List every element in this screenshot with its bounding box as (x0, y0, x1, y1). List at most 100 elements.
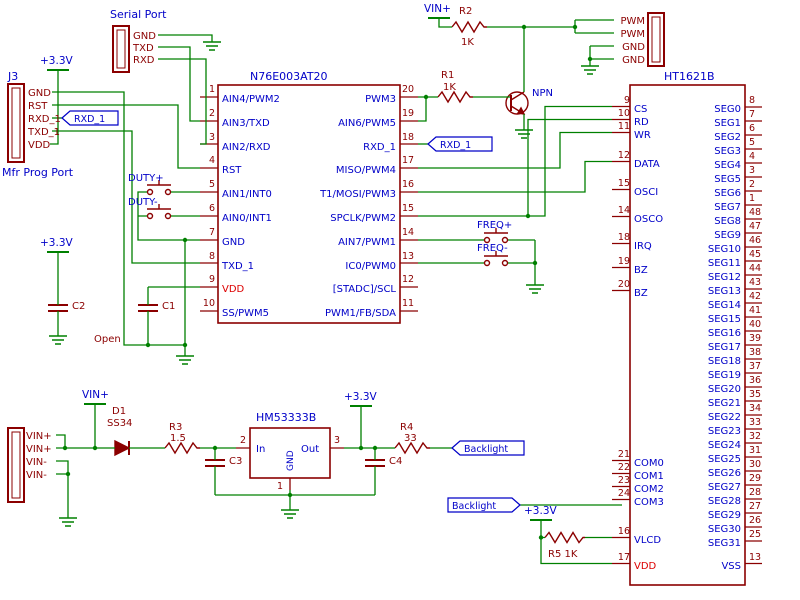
pin-number: 7 (208, 226, 215, 238)
pin-row: 9 VDD (209, 275, 332, 299)
vin-pin-2: VIN+ (26, 444, 52, 455)
pin-number: 47 (749, 221, 762, 232)
label-freq-up: FREQ+ (477, 220, 512, 231)
vin-pin-1: VIN+ (26, 431, 52, 442)
pin-number: 29 (749, 473, 762, 484)
wire-j3-vdd (50, 70, 59, 145)
des-r5: R5 1K (548, 549, 578, 560)
backlight-flag-1 (451, 440, 525, 456)
pin-row: 15 OSCI (618, 179, 704, 199)
mcu-body (217, 84, 401, 324)
resistor-r5 (544, 531, 585, 544)
pin-number: 10 (617, 108, 630, 119)
des-r1: R1 (441, 70, 454, 81)
pin-number: 14 (402, 226, 415, 238)
pwm-connector-inner (651, 16, 661, 63)
pin-name: IRQ (634, 241, 652, 252)
pin-number: 8 (208, 250, 215, 262)
j3-connector-inner (11, 87, 21, 159)
pin-number: 19 (617, 256, 630, 267)
capacitor-c1 (138, 304, 158, 312)
pin-name: SEG7 (714, 202, 741, 213)
pin-number: 2 (208, 107, 215, 119)
pin-name: SEG23 (707, 426, 741, 437)
power-3v3-c2: +3.3V (40, 237, 73, 249)
pin-row: AIN6/PWM5 19 (286, 108, 414, 133)
ground-regulator (281, 509, 299, 519)
pin-number: 42 (749, 291, 762, 302)
pin-number: 41 (749, 305, 762, 316)
pin-name: SEG31 (707, 538, 741, 549)
pin-number: 12 (617, 150, 630, 161)
note-c1-open: Open (94, 334, 121, 345)
pin-name: VLCD (634, 535, 662, 546)
pin-number: 30 (749, 459, 762, 470)
connector-bodies (7, 12, 665, 503)
wire-j3-gnd (52, 91, 185, 346)
power-3v3-j3: +3.3V (40, 55, 73, 67)
pin-row: SEG5 3 (658, 166, 755, 186)
button-duty-dn (146, 204, 172, 220)
pin-row: SEG10 46 (658, 236, 761, 256)
pin-row: 18 IRQ (618, 233, 704, 253)
des-r4: R4 (400, 422, 413, 433)
pin-number: 6 (749, 123, 756, 134)
pin-number: 23 (617, 475, 630, 486)
pin-number: 15 (402, 202, 415, 214)
lcd-driver-left-pin-column: 9 CS 10 RD 11 WR 12 DATA 15 OSCI 14 OSCO… (618, 96, 704, 573)
pin-row: SEG29 27 (658, 502, 761, 522)
pin-number: 17 (617, 552, 630, 563)
pin-row: SEG22 34 (658, 404, 761, 424)
power-vin-bottom: VIN+ (82, 389, 109, 401)
pin-number: 45 (749, 249, 762, 260)
capacitor-c4 (365, 459, 385, 467)
ht-left-stubs (612, 105, 630, 565)
pin-number: 31 (749, 445, 762, 456)
val-d1: SS34 (107, 418, 132, 429)
discrete-components (48, 20, 585, 544)
pin-number: 35 (749, 389, 762, 400)
pin-row: 9 CS (624, 96, 704, 116)
ground-c2 (49, 335, 67, 345)
pin-name: T1/MOSI/PWM3 (320, 189, 396, 201)
serial-connector-inner (116, 29, 126, 69)
pin-name: SEG16 (707, 328, 741, 339)
j3-pin-vdd: VDD (28, 140, 51, 151)
pin-number: 21 (617, 449, 630, 460)
wire-j3-txd1 (52, 130, 200, 264)
pin-name: SEG8 (714, 216, 741, 227)
pin-row: [STADC]/SCL 12 (286, 275, 414, 299)
regulator-stubs (236, 447, 344, 490)
wire-cs (418, 105, 612, 217)
pwm-pin-3: GND (622, 42, 645, 53)
pin-number: 9 (208, 274, 215, 286)
pin-row: 5 AIN1/INT0 (209, 180, 332, 204)
wire-reg-out (344, 406, 395, 495)
lcd-driver-body (629, 84, 746, 586)
button-freq-dn (483, 251, 509, 267)
j3-pin-rst: RST (28, 101, 48, 112)
pin-number: 13 (749, 552, 762, 563)
npn-collector-lead (510, 91, 525, 101)
pin-row: SEG16 40 (658, 320, 761, 340)
pin-row: RXD_1 18 (286, 132, 414, 157)
wire-j3-rst (52, 104, 200, 169)
reg-num-gnd: 1 (277, 481, 283, 492)
reg-pin-out: Out (301, 444, 319, 455)
des-r3: R3 (169, 422, 182, 433)
resistor-r1 (437, 90, 473, 104)
pin-name: SPCLK/PWM2 (330, 212, 396, 224)
junction-dots (62, 24, 593, 540)
pin-row: SEG26 30 (658, 460, 761, 480)
resistor-r3 (164, 441, 200, 455)
pin-name: SEG18 (707, 356, 741, 367)
ic-bodies (217, 84, 746, 586)
pin-row: SEG24 32 (658, 432, 761, 452)
pin-number: 4 (208, 155, 215, 167)
pin-name: GND (222, 236, 245, 248)
pin-name: COM0 (634, 458, 664, 469)
pin-name: SEG13 (707, 286, 741, 297)
pin-name: AIN6/PWM5 (338, 117, 396, 129)
schematic-text: Serial Port J3 Mfr Prog Port N76E003AT20… (2, 3, 715, 560)
